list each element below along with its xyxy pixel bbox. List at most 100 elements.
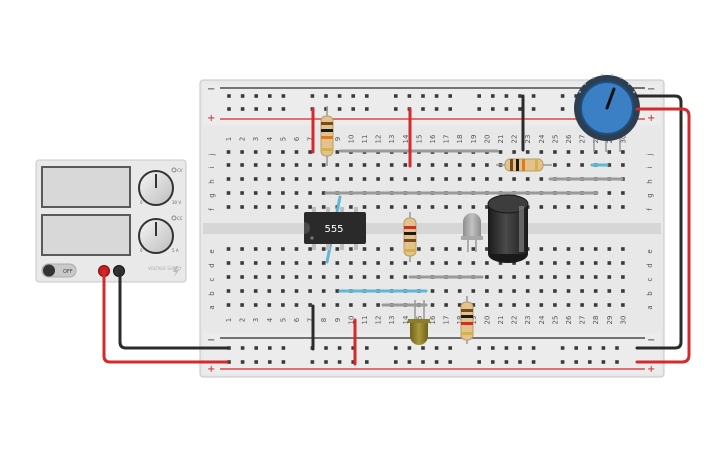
breadboard-hole[interactable] [281, 275, 285, 279]
breadboard-hole[interactable] [226, 163, 231, 167]
resistor[interactable] [320, 106, 334, 166]
breadboard-hole[interactable] [376, 275, 380, 279]
breadboard-hole[interactable] [485, 303, 489, 307]
breadboard-hole[interactable] [421, 107, 425, 111]
breadboard-hole[interactable] [498, 275, 503, 279]
breadboard-hole[interactable] [421, 94, 425, 98]
breadboard-hole[interactable] [417, 177, 421, 181]
breadboard-hole[interactable] [580, 163, 584, 167]
breadboard-hole[interactable] [281, 177, 285, 181]
breadboard-hole[interactable] [281, 247, 285, 251]
breadboard-hole[interactable] [525, 275, 530, 279]
breadboard-hole[interactable] [389, 261, 394, 265]
breadboard-hole[interactable] [471, 177, 476, 181]
breadboard-hole[interactable] [308, 303, 312, 307]
breadboard-hole[interactable] [240, 346, 245, 350]
breadboard-hole[interactable] [376, 163, 380, 167]
breadboard-hole[interactable] [294, 150, 299, 154]
breadboard-hole[interactable] [553, 261, 557, 265]
breadboard-hole[interactable] [226, 275, 231, 279]
breadboard-hole[interactable] [607, 303, 612, 307]
breadboard-hole[interactable] [403, 177, 408, 181]
breadboard-hole[interactable] [504, 346, 509, 350]
breadboard-hole[interactable] [324, 107, 328, 111]
breadboard-hole[interactable] [430, 247, 435, 251]
breadboard-hole[interactable] [574, 346, 578, 350]
breadboard-hole[interactable] [240, 261, 244, 265]
breadboard-hole[interactable] [485, 261, 489, 265]
breadboard-hole[interactable] [477, 346, 481, 350]
breadboard-hole[interactable] [268, 107, 272, 111]
breadboard-hole[interactable] [281, 289, 285, 293]
breadboard-hole[interactable] [457, 261, 462, 265]
breadboard-hole[interactable] [553, 247, 557, 251]
breadboard-hole[interactable] [417, 261, 421, 265]
breadboard-hole[interactable] [504, 107, 509, 111]
breadboard-hole[interactable] [403, 275, 408, 279]
breadboard-hole[interactable] [430, 303, 435, 307]
breadboard-hole[interactable] [267, 177, 272, 181]
breadboard-hole[interactable] [607, 191, 612, 195]
breadboard-hole[interactable] [531, 360, 536, 364]
breadboard-hole[interactable] [485, 247, 489, 251]
breadboard-hole[interactable] [226, 261, 231, 265]
breadboard-hole[interactable] [621, 261, 625, 265]
breadboard-hole[interactable] [471, 303, 476, 307]
breadboard-hole[interactable] [335, 177, 340, 181]
breadboard-hole[interactable] [621, 150, 625, 154]
breadboard-hole[interactable] [351, 94, 355, 98]
breadboard-hole[interactable] [310, 360, 315, 364]
breadboard-hole[interactable] [267, 303, 272, 307]
breadboard-hole[interactable] [321, 177, 326, 181]
breadboard-hole[interactable] [580, 205, 584, 209]
breadboard-hole[interactable] [337, 107, 342, 111]
potentiometer[interactable] [574, 74, 640, 152]
breadboard-hole[interactable] [539, 205, 544, 209]
breadboard-hole[interactable] [362, 303, 367, 307]
breadboard-hole[interactable] [308, 261, 312, 265]
breadboard-hole[interactable] [349, 303, 353, 307]
breadboard-hole[interactable] [253, 150, 258, 154]
breadboard-hole[interactable] [553, 289, 557, 293]
breadboard-hole[interactable] [267, 150, 272, 154]
breadboard-hole[interactable] [607, 289, 612, 293]
breadboard-hole[interactable] [268, 360, 272, 364]
breadboard-hole[interactable] [268, 346, 272, 350]
breadboard-hole[interactable] [407, 94, 412, 98]
breadboard-hole[interactable] [477, 360, 481, 364]
breadboard-hole[interactable] [491, 346, 495, 350]
breadboard-hole[interactable] [593, 150, 598, 154]
breadboard-hole[interactable] [267, 163, 272, 167]
breadboard-hole[interactable] [444, 163, 448, 167]
board-wires[interactable] [311, 94, 624, 366]
breadboard-hole[interactable] [518, 346, 522, 350]
breadboard-hole[interactable] [560, 360, 565, 364]
breadboard-hole[interactable] [553, 163, 557, 167]
breadboard-hole[interactable] [512, 177, 516, 181]
breadboard-hole[interactable] [566, 275, 571, 279]
breadboard-hole[interactable] [539, 247, 544, 251]
breadboard-hole[interactable] [566, 247, 571, 251]
breadboard-hole[interactable] [362, 261, 367, 265]
breadboard-hole[interactable] [580, 150, 584, 154]
breadboard-hole[interactable] [294, 191, 299, 195]
breadboard-hole[interactable] [294, 177, 299, 181]
breadboard-hole[interactable] [267, 191, 272, 195]
breadboard-hole[interactable] [335, 275, 340, 279]
breadboard-hole[interactable] [403, 163, 408, 167]
breadboard-hole[interactable] [226, 191, 231, 195]
breadboard-hole[interactable] [240, 94, 245, 98]
breadboard-hole[interactable] [321, 247, 326, 251]
psu-negative-wire[interactable] [118, 269, 229, 350]
breadboard-hole[interactable] [580, 303, 584, 307]
breadboard-hole[interactable] [226, 177, 231, 181]
breadboard-hole[interactable] [254, 360, 258, 364]
breadboard-hole[interactable] [376, 247, 380, 251]
breadboard-hole[interactable] [471, 261, 476, 265]
breadboard-hole[interactable] [566, 289, 571, 293]
breadboard-hole[interactable] [553, 205, 557, 209]
breadboard-hole[interactable] [525, 261, 530, 265]
breadboard-hole[interactable] [593, 247, 598, 251]
breadboard-hole[interactable] [531, 346, 536, 350]
breadboard-hole[interactable] [267, 261, 272, 265]
